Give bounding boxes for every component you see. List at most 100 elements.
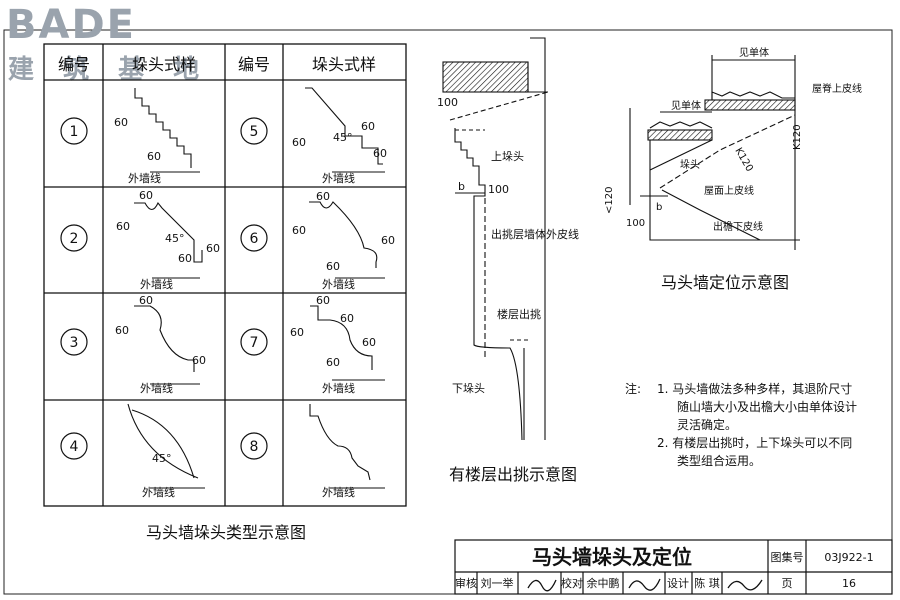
title-block	[454, 539, 893, 595]
dim-label: 60	[373, 147, 387, 160]
dim-label: 60	[139, 294, 153, 307]
profile-1-stepped	[134, 88, 192, 168]
dim-label: 60	[381, 234, 395, 247]
outer-wall-label: 外墙线	[140, 381, 173, 395]
note-line: 1. 马头墙做法多种多样，其退阶尺寸	[657, 381, 852, 396]
profile-7	[310, 305, 373, 370]
dim-label: 60	[192, 354, 206, 367]
svg-text:BADE: BADE	[6, 2, 136, 48]
middle-caption: 有楼层出挑示意图	[449, 465, 577, 484]
table-header-style-left: 垛头式样	[132, 55, 196, 74]
profile-2	[134, 201, 203, 263]
cap-hatch	[442, 61, 529, 93]
head-slope	[649, 139, 713, 171]
number-circle	[240, 328, 268, 356]
number-circle	[240, 432, 268, 460]
reviewer-name: 刘一举	[481, 576, 514, 590]
outer-wall-label: 外墙线	[140, 277, 173, 291]
table-caption: 马头墙垛头类型示意图	[146, 523, 306, 542]
type-table	[43, 43, 407, 507]
outer-wall-label: 外墙线	[128, 171, 161, 185]
dim-label: 60	[292, 224, 306, 237]
dim-label: 60	[290, 326, 304, 339]
floor-overhang-label: 楼层出挑	[497, 307, 541, 321]
lower-ridge-tile	[649, 121, 713, 129]
profile-6	[309, 201, 378, 268]
dim-label: 60	[326, 356, 340, 369]
dim-label: 100	[488, 183, 509, 196]
row-number: 2	[70, 231, 79, 247]
note-line: 类型组合运用。	[677, 453, 761, 468]
eave-line-label: 出檐下皮线	[713, 220, 763, 233]
atlas-label: 图集号	[771, 550, 804, 564]
row-number: 8	[250, 439, 259, 455]
right-caption: 马头墙定位示意图	[661, 273, 789, 292]
page-label: 页	[782, 577, 793, 590]
dim-label: 45°	[165, 232, 185, 245]
dim-label: 60	[178, 252, 192, 265]
designer-signature	[727, 579, 763, 591]
profile-4-convex	[127, 403, 199, 479]
checker-name: 余中鹏	[587, 576, 620, 590]
row-number: 5	[250, 124, 259, 140]
check-label: 校对	[561, 576, 583, 590]
profile-4-concave	[131, 409, 195, 479]
profile-8	[309, 404, 371, 481]
dim-label: 60	[206, 242, 220, 255]
dim-label: 60	[139, 189, 153, 202]
dim-label: 60	[116, 220, 130, 233]
number-circle	[240, 224, 268, 252]
roof-line-label: 屋面上皮线	[704, 184, 754, 197]
number-circle	[240, 117, 268, 145]
dim-label: 60	[362, 336, 376, 349]
upper-head-steps	[454, 128, 486, 205]
checker-signature	[628, 578, 661, 591]
wall-line	[530, 37, 546, 440]
number-circle	[60, 224, 88, 252]
lower-head-label: 下垛头	[452, 382, 485, 395]
wall-top	[527, 62, 548, 93]
profile-5	[305, 87, 383, 165]
outer-skin-label: 出挑层墙体外皮线	[491, 227, 579, 241]
dim-label: b	[458, 180, 465, 193]
title-block-border	[454, 539, 893, 595]
note-line: 灵活确定。	[677, 417, 737, 432]
dim-label: 60	[147, 150, 161, 163]
page-number: 16	[842, 577, 856, 590]
upper-head-label: 上垛头	[491, 150, 524, 163]
notes-label: 注:	[625, 381, 641, 396]
dim-label: 60	[292, 136, 306, 149]
wall-head-label: 垛头	[680, 159, 700, 171]
positioning-drawing	[629, 55, 800, 250]
designer-name: 陈 琪	[694, 576, 720, 590]
wall-base	[649, 140, 800, 241]
upper-cap-hatch	[704, 99, 796, 111]
outer-wall-label: 外墙线	[322, 277, 355, 291]
per-design-label: 见单体	[739, 47, 769, 59]
row-number: 1	[70, 124, 79, 140]
reviewer-signature	[527, 579, 557, 592]
drawing-title: 马头墙垛头及定位	[532, 545, 692, 569]
sheet-frame	[3, 29, 893, 595]
profile-3	[134, 305, 195, 372]
cap-dashed	[449, 91, 549, 121]
dim-label: b	[656, 202, 662, 213]
row-number: 6	[250, 231, 259, 247]
dim-label: 45°	[333, 131, 353, 144]
lower-cap-hatch	[647, 129, 713, 141]
outer-wall-label: 外墙线	[142, 485, 175, 499]
table-header-style-right: 垛头式样	[312, 55, 376, 74]
outer-wall-label: 外墙线	[322, 485, 355, 499]
outer-wall-label: 外墙线	[322, 381, 355, 395]
dim-label: K120	[792, 124, 803, 150]
per-design-label: 见单体	[671, 100, 701, 112]
roof-dashed	[659, 114, 796, 189]
table-header-no-left: 编号	[58, 55, 90, 74]
number-circle	[60, 117, 88, 145]
dim-label: 60	[340, 312, 354, 325]
note-line: 2. 有楼层出挑时，上下垛头可以不同	[657, 435, 852, 450]
note-line: 随山墙大小及出檐大小由单体设计	[677, 399, 857, 414]
overhang-drawing	[442, 37, 549, 441]
row-number: 7	[250, 335, 259, 351]
